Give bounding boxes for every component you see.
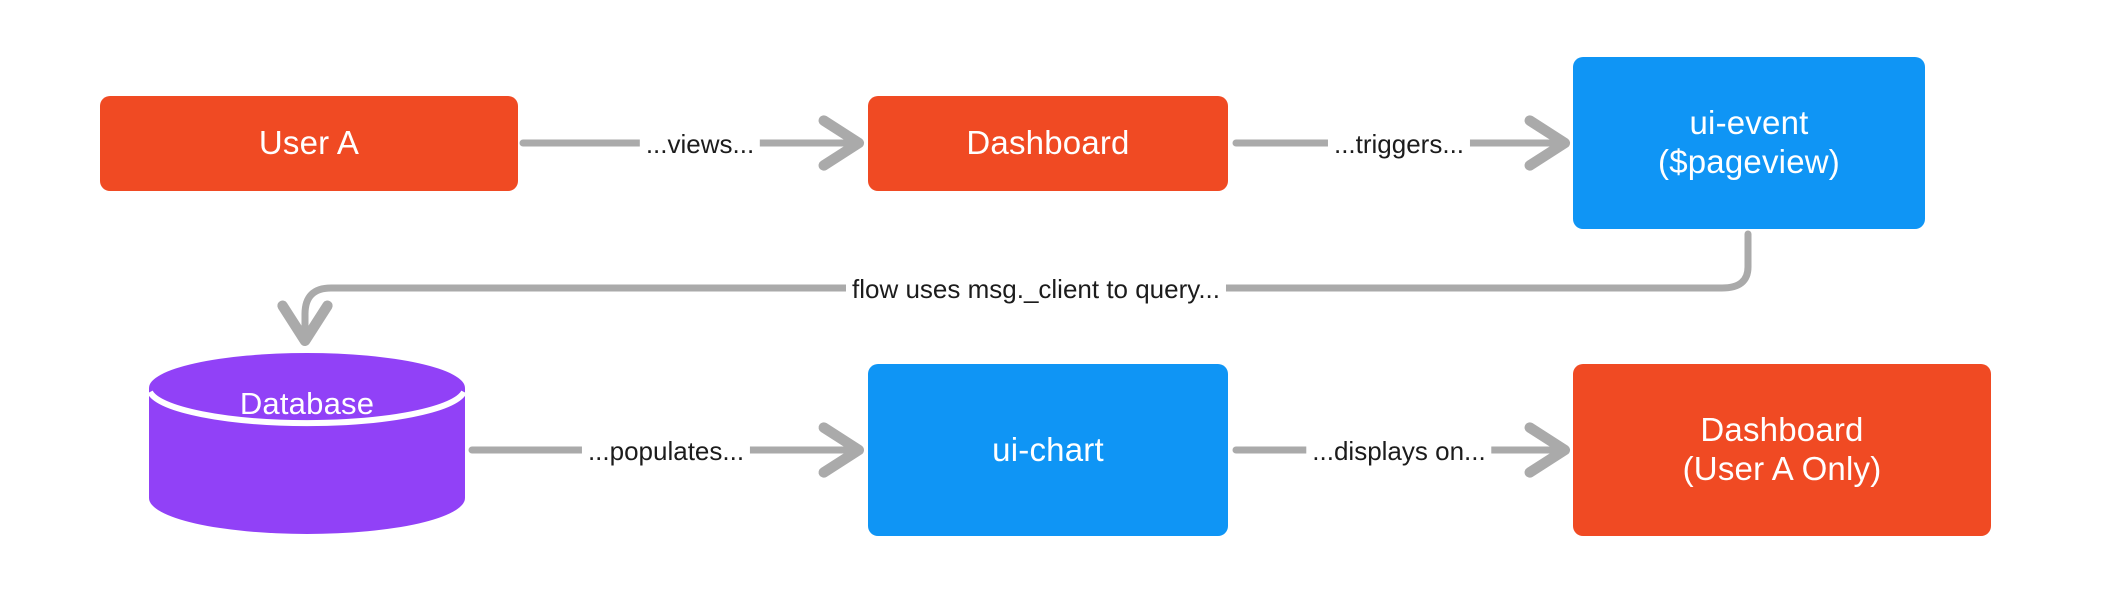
node-dashboard-user-a[interactable]: Dashboard (User A Only) [1573, 364, 1991, 536]
node-dashboard[interactable]: Dashboard [868, 96, 1228, 191]
node-user-a-label: User A [258, 124, 360, 162]
edge-label-views: ...views... [639, 131, 761, 157]
node-database-label: Database [239, 386, 375, 421]
edge-label-query: flow uses msg._client to query... [845, 276, 1227, 302]
node-ui-event-label: ui-event [1689, 104, 1809, 142]
database-cylinder-icon [148, 353, 466, 534]
node-user-a[interactable]: User A [100, 96, 518, 191]
edge-label-triggers: ...triggers... [1327, 131, 1471, 157]
node-ui-chart[interactable]: ui-chart [868, 364, 1228, 536]
node-ui-event[interactable]: ui-event ($pageview) [1573, 57, 1925, 229]
node-ui-event-sublabel: ($pageview) [1658, 143, 1840, 180]
node-ui-chart-label: ui-chart [992, 430, 1104, 468]
edge-label-displays: ...displays on... [1306, 438, 1492, 464]
edge-label-populates: ...populates... [581, 438, 751, 464]
node-dashboard-user-a-label: Dashboard [1700, 411, 1864, 449]
node-dashboard-user-a-sublabel: (User A Only) [1682, 450, 1882, 487]
node-dashboard-label: Dashboard [966, 124, 1130, 162]
node-database[interactable]: Database [148, 352, 466, 534]
